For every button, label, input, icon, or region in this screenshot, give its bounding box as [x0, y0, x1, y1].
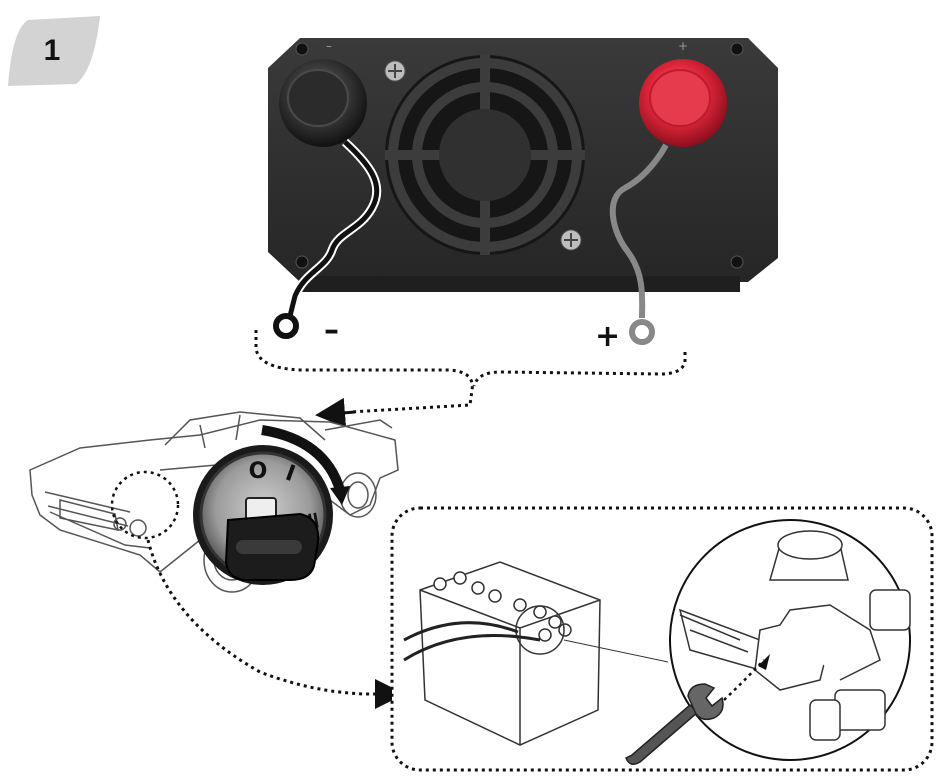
- step-badge: 1: [8, 16, 100, 86]
- wrench-icon: [625, 683, 724, 765]
- rotation-arrow-head-icon: [330, 486, 350, 505]
- negative-terminal-label: –: [324, 313, 339, 348]
- step-number: 1: [44, 34, 61, 67]
- zoom-connector-line: [563, 639, 669, 663]
- car-battery-illustration: [403, 561, 601, 746]
- rotation-arrow-shaft: [261, 425, 345, 492]
- arrow-to-terminal-icon: [758, 654, 770, 670]
- connection-path-to-battery: [146, 539, 379, 696]
- arrow-to-car-icon: [315, 397, 356, 428]
- inverter-plus-mark: +: [678, 39, 688, 53]
- positive-ring-terminal: [629, 319, 655, 345]
- inverter-minus-mark: –: [326, 39, 332, 53]
- screw-icon: [295, 255, 309, 269]
- screw-icon: [730, 42, 744, 56]
- inverter-mount-bracket: [300, 276, 740, 292]
- battery-terminal-closeup: [669, 519, 911, 761]
- connection-path-right: [472, 352, 687, 387]
- negative-terminal-knob: [279, 59, 367, 147]
- connection-path-to-car: [254, 330, 474, 414]
- fan-screw-icon: [384, 60, 406, 82]
- cooling-fan-grille: [385, 55, 585, 255]
- car-battery-location-marker: [110, 470, 180, 540]
- positive-terminal-knob: [639, 59, 727, 147]
- positive-terminal-label: +: [595, 319, 620, 354]
- positive-wire: [609, 143, 669, 319]
- screw-icon: [295, 42, 309, 56]
- negative-ring-terminal: [273, 313, 299, 339]
- step-badge-shape: [8, 16, 100, 86]
- car-key-icon: [224, 512, 320, 581]
- negative-wire: [287, 140, 380, 317]
- fan-screw-icon: [560, 229, 582, 251]
- power-inverter: – +: [268, 38, 778, 292]
- ignition-off-symbol: O: [249, 459, 268, 484]
- screw-icon: [730, 255, 744, 269]
